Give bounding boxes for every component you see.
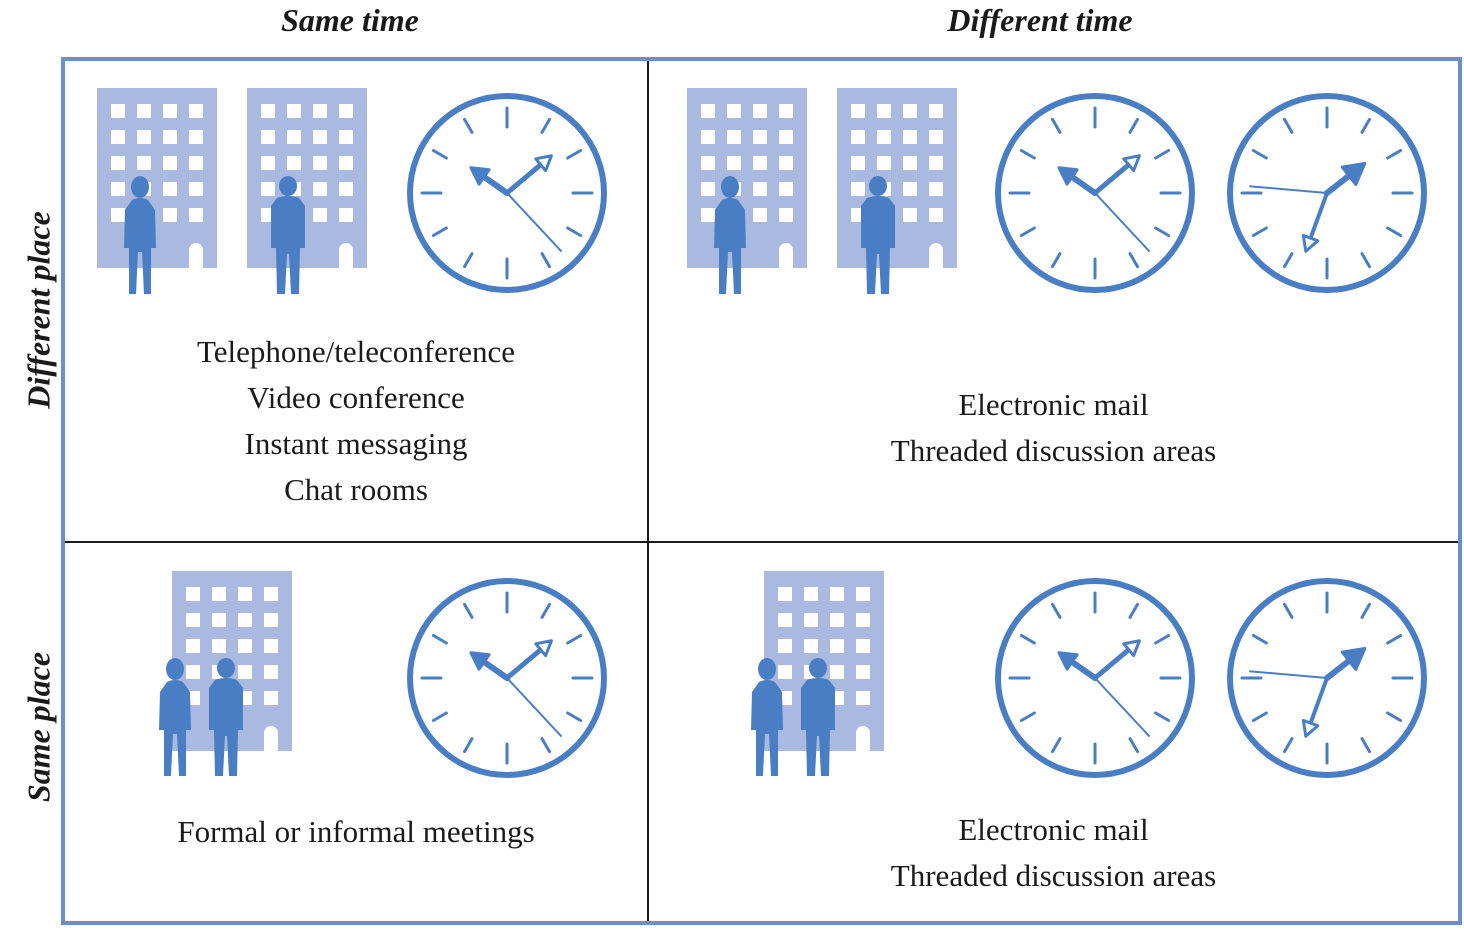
caption-line: Instant messaging — [244, 426, 468, 461]
cell-same-place-same-time: Formal or informal meetings — [65, 543, 647, 921]
caption-same-place-different-time: Electronic mail Threaded discussion area… — [649, 807, 1458, 899]
person-icon — [714, 176, 746, 294]
caption-line: Threaded discussion areas — [890, 433, 1217, 468]
caption-line: Threaded discussion areas — [890, 858, 1217, 893]
person-icon — [801, 658, 835, 776]
clock-icon — [407, 93, 607, 293]
horizontal-divider — [65, 541, 1458, 543]
clock-icon — [995, 578, 1195, 778]
cell-different-place-same-time: Telephone/teleconference Video conferenc… — [65, 61, 647, 541]
caption-line: Video conference — [247, 380, 465, 415]
quadrant-grid: Telephone/teleconference Video conferenc… — [61, 57, 1462, 925]
person-icon — [124, 176, 156, 294]
person-icon — [861, 176, 895, 294]
caption-different-place-different-time: Electronic mail Threaded discussion area… — [649, 382, 1458, 474]
building-icon — [837, 88, 957, 268]
clock-icon — [995, 93, 1195, 293]
cell-same-place-different-time: Electronic mail Threaded discussion area… — [649, 543, 1458, 921]
row-header-same-place: Same place — [20, 651, 57, 803]
clock-icon — [1227, 93, 1427, 293]
building-icon — [687, 88, 807, 268]
caption-different-place-same-time: Telephone/teleconference Video conferenc… — [65, 329, 647, 513]
column-header-different-time: Different time — [947, 2, 1133, 38]
person-icon — [159, 658, 191, 776]
vertical-divider — [647, 61, 649, 921]
person-icon — [751, 658, 783, 776]
caption-line: Chat rooms — [284, 472, 428, 507]
clock-icon — [407, 578, 607, 778]
person-icon — [271, 176, 305, 294]
building-icon — [97, 88, 217, 268]
clock-icon — [1227, 578, 1427, 778]
person-icon — [209, 658, 243, 776]
cell-different-place-different-time: Electronic mail Threaded discussion area… — [649, 61, 1458, 541]
caption-line: Telephone/teleconference — [197, 334, 515, 369]
caption-line: Electronic mail — [958, 812, 1149, 847]
building-icon — [247, 88, 367, 268]
caption-line: Electronic mail — [958, 387, 1149, 422]
caption-same-place-same-time: Formal or informal meetings — [65, 809, 647, 855]
caption-line: Formal or informal meetings — [177, 814, 535, 849]
column-header-same-time: Same time — [281, 2, 419, 38]
row-header-different-place: Different place — [20, 211, 57, 409]
